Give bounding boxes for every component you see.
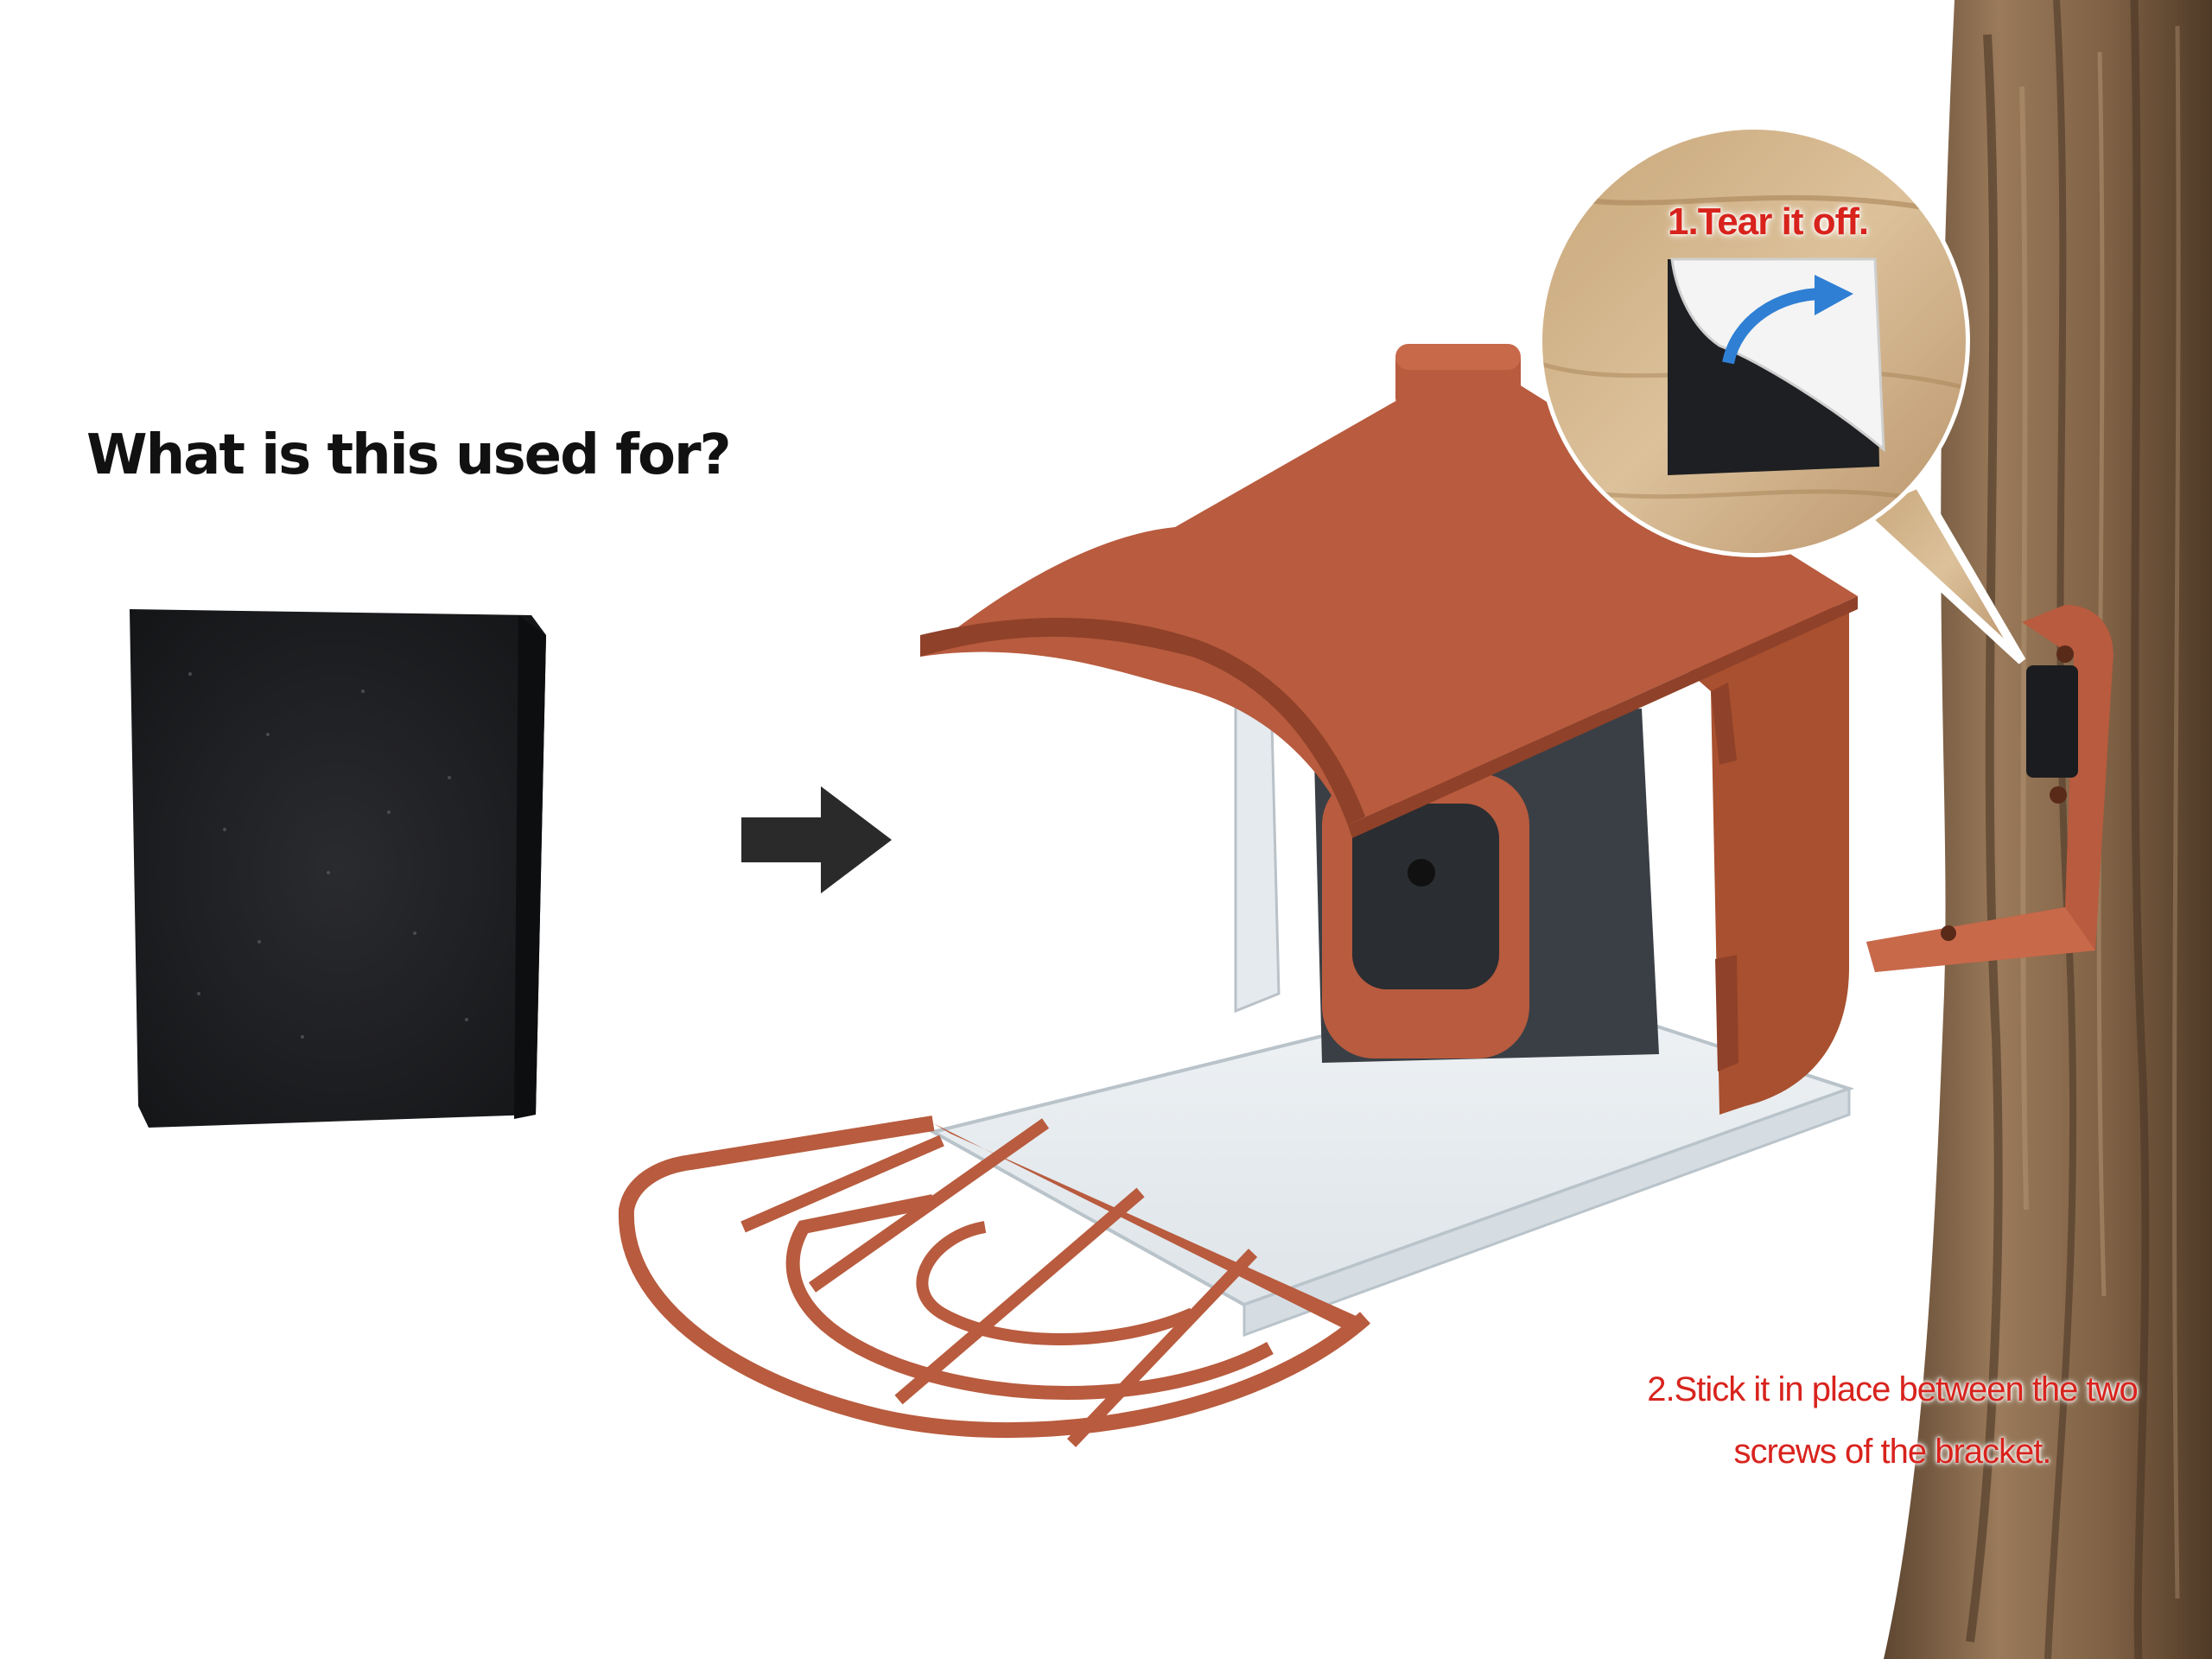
arrow-right-icon xyxy=(741,786,892,893)
step-2-label: 2.Stick it in place between the two scre… xyxy=(1647,1370,2139,1471)
mounting-bracket-icon xyxy=(1866,605,2113,972)
magnifier-callout-icon xyxy=(1538,125,2026,664)
foam-pad-icon xyxy=(130,609,546,1128)
question-heading: What is this used for? xyxy=(86,423,732,487)
step-1-label: 1.Tear it off. xyxy=(1668,200,1869,243)
curved-arrow-icon xyxy=(1722,288,1824,365)
